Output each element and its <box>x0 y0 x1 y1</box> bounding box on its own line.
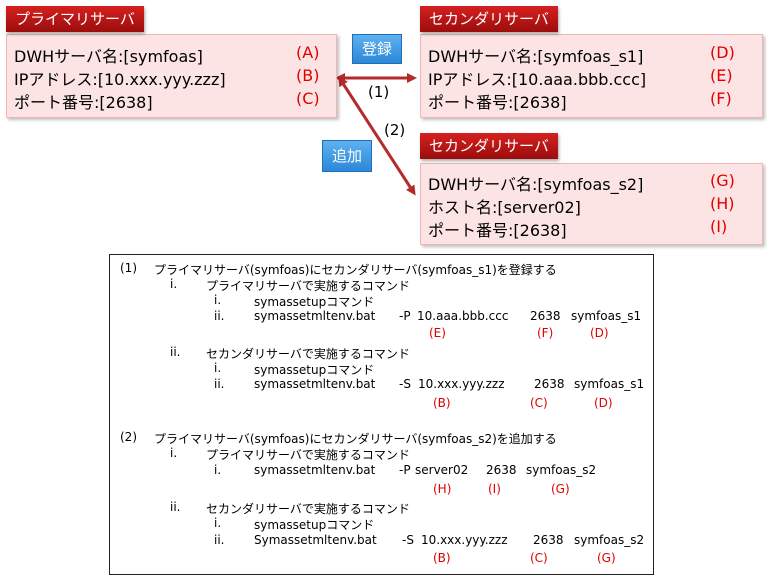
sec1-b-title: セカンダリサーバで実施するコマンド <box>206 347 410 361</box>
sec1-a-ii-arg-port: 2638 <box>530 309 561 323</box>
step-2-label: (2) <box>384 121 406 139</box>
sec1-a-number: i. <box>170 277 178 291</box>
sec1-b-ii-arg-port: 2638 <box>534 377 565 391</box>
sec2-a-number: i. <box>170 446 178 460</box>
sec1-b-ii-command: symassetmltenv.bat <box>254 377 376 391</box>
primary-dwh-name: DWHサーバ名:[symfoas] <box>14 47 203 66</box>
sec1-a-title: プライマリサーバで実施するコマンド <box>206 279 410 293</box>
primary-code-b: (B) <box>296 66 320 85</box>
sec1-number: (1) <box>120 261 137 275</box>
sec2-b-ii-number: ii. <box>214 533 225 547</box>
sec1-b-i-number: i. <box>214 361 222 375</box>
sec1-a-ii-number: ii. <box>214 309 225 323</box>
step-1-label: (1) <box>368 83 390 101</box>
sec1-b-ii-ref-b: (B) <box>433 396 451 410</box>
sec2-b-ii-arg-name: symfoas_s2 <box>574 533 645 547</box>
secondary1-code-e: (E) <box>710 66 733 85</box>
sec2-b-ii-command: Symassetmltenv.bat <box>254 533 377 547</box>
sec1-a-i-number: i. <box>214 293 222 307</box>
sec1-a-ii-ref-d: (D) <box>590 326 609 340</box>
sec2-a-i-ref-g: (G) <box>551 482 570 496</box>
sec1-a-ii-arg-ip: 10.aaa.bbb.ccc <box>417 309 509 323</box>
sec1-a-i-command: symassetupコマンド <box>254 295 375 309</box>
sec2-a-i-ref-h: (H) <box>433 482 452 496</box>
sec2-a-i-arg-flag: -P <box>399 463 411 477</box>
sec1-b-number: ii. <box>170 345 181 359</box>
sec1-b-ii-arg-ip: 10.xxx.yyy.zzz <box>418 377 505 391</box>
secondary2-port: ポート番号:[2638] <box>428 221 567 240</box>
sec2-b-number: ii. <box>170 500 181 514</box>
primary-code-c: (C) <box>296 89 320 108</box>
sec2-b-ii-ref-c: (C) <box>530 551 548 565</box>
primary-server-title: プライマリサーバ <box>6 6 144 32</box>
sec2-b-ii-ref-g: (G) <box>597 551 616 565</box>
secondary1-code-d: (D) <box>710 43 735 62</box>
primary-port: ポート番号:[2638] <box>14 93 153 112</box>
sec2-b-i-number: i. <box>214 516 222 530</box>
sec2-a-i-command: symassetmltenv.bat <box>254 463 376 477</box>
sec2-a-i-arg-name: symfoas_s2 <box>526 463 597 477</box>
sec2-b-ii-arg-ip: 10.xxx.yyy.zzz <box>421 533 508 547</box>
sec2-b-ii-arg-flag: -S <box>402 533 414 547</box>
sec1-b-ii-ref-c: (C) <box>530 396 548 410</box>
secondary2-code-g: (G) <box>710 171 735 190</box>
sec2-title: プライマリサーバ(symfoas)にセカンダリサーバ(symfoas_s2)を追… <box>154 432 557 446</box>
primary-server-panel <box>6 34 337 118</box>
sec2-a-i-arg-port: 2638 <box>486 463 517 477</box>
secondary-server-2-title: セカンダリサーバ <box>420 133 558 159</box>
primary-code-a: (A) <box>296 43 320 62</box>
register-button[interactable]: 登録 <box>352 34 402 64</box>
secondary2-code-h: (H) <box>710 194 735 213</box>
sec2-a-title: プライマリサーバで実施するコマンド <box>206 448 410 462</box>
secondary2-host: ホスト名:[server02] <box>428 198 581 217</box>
sec1-b-ii-arg-flag: -S <box>399 377 411 391</box>
secondary-server-1-panel <box>420 34 763 118</box>
secondary2-dwh-name: DWHサーバ名:[symfoas_s2] <box>428 175 644 194</box>
sec2-a-i-arg-host: server02 <box>415 463 469 477</box>
sec1-b-ii-number: ii. <box>214 377 225 391</box>
secondary2-code-i: (I) <box>710 217 728 236</box>
sec2-b-ii-arg-port: 2638 <box>533 533 564 547</box>
sec1-b-ii-arg-name: symfoas_s1 <box>574 377 645 391</box>
secondary-server-2-panel <box>420 163 763 245</box>
sec1-a-ii-arg-flag: -P <box>399 309 411 323</box>
sec2-number: (2) <box>120 430 137 444</box>
secondary1-ip: IPアドレス:[10.aaa.bbb.ccc] <box>428 70 647 89</box>
sec1-a-ii-ref-f: (F) <box>537 326 554 340</box>
sec2-b-title: セカンダリサーバで実施するコマンド <box>206 502 410 516</box>
secondary-server-1-title: セカンダリサーバ <box>420 6 558 32</box>
sec1-b-i-command: symassetupコマンド <box>254 363 375 377</box>
secondary1-port: ポート番号:[2638] <box>428 93 567 112</box>
sec1-a-ii-ref-e: (E) <box>429 326 446 340</box>
secondary1-code-f: (F) <box>710 89 732 108</box>
sec1-a-ii-command: symassetmltenv.bat <box>254 309 376 323</box>
sec2-b-i-command: symassetupコマンド <box>254 518 375 532</box>
sec2-a-i-ref-i: (I) <box>488 482 501 496</box>
sec1-a-ii-arg-name: symfoas_s1 <box>571 309 642 323</box>
sec2-a-i-number: i. <box>214 463 222 477</box>
primary-ip: IPアドレス:[10.xxx.yyy.zzz] <box>14 70 226 89</box>
add-button[interactable]: 追加 <box>322 140 372 172</box>
sec1-b-ii-ref-d: (D) <box>594 396 613 410</box>
instructions-box: (1) プライマリサーバ(symfoas)にセカンダリサーバ(symfoas_s… <box>109 254 654 575</box>
sec2-b-ii-ref-b: (B) <box>433 551 451 565</box>
secondary1-dwh-name: DWHサーバ名:[symfoas_s1] <box>428 47 644 66</box>
add-arrow <box>338 76 416 196</box>
sec1-title: プライマリサーバ(symfoas)にセカンダリサーバ(symfoas_s1)を登… <box>154 263 557 277</box>
